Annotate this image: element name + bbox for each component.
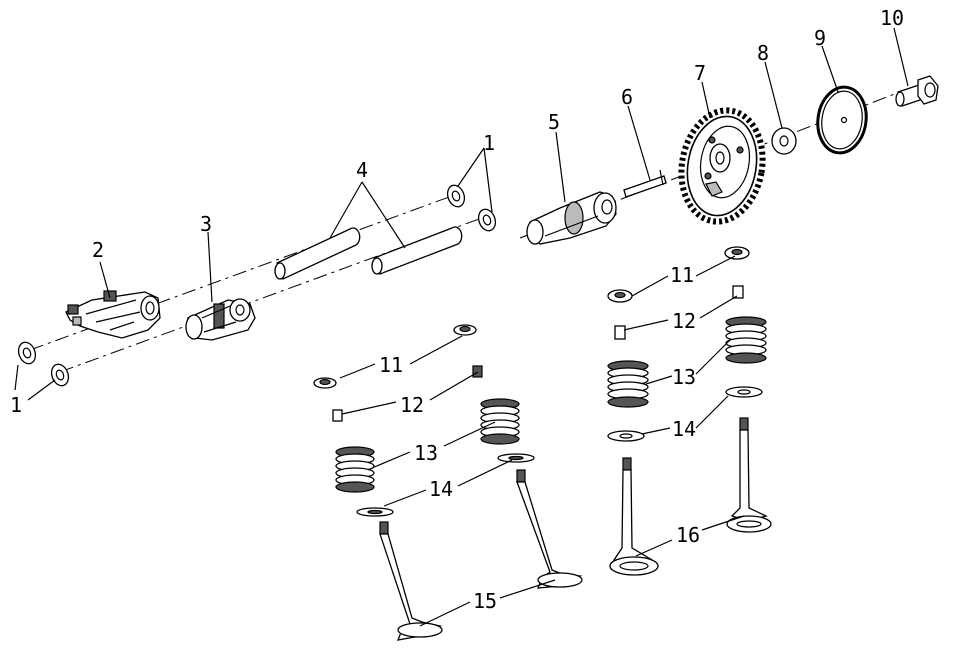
valve-group-left xyxy=(313,324,583,641)
part-camshaft-5 xyxy=(526,191,617,245)
callout-labels: 1 1 2 3 4 5 6 7 8 9 10 11 11 12 12 13 13… xyxy=(10,6,904,613)
label-15: 15 xyxy=(473,589,497,613)
valve-group-right xyxy=(607,246,772,576)
part-cam-pin-6 xyxy=(623,169,667,198)
part-washer-1b xyxy=(50,363,70,387)
label-7: 7 xyxy=(694,61,706,85)
label-13a: 13 xyxy=(414,441,438,465)
label-1b: 1 xyxy=(10,393,22,417)
label-9: 9 xyxy=(814,26,826,50)
label-10: 10 xyxy=(880,6,904,30)
label-8: 8 xyxy=(757,41,769,65)
part-cover-plate-9 xyxy=(816,85,868,155)
part-cam-sprocket-7 xyxy=(678,107,766,225)
label-14b: 14 xyxy=(672,417,696,441)
part-washer-1-upper xyxy=(446,184,497,232)
part-washer-1a xyxy=(17,341,37,365)
label-3: 3 xyxy=(200,212,212,236)
part-rocker-arm-3 xyxy=(185,298,256,341)
label-2: 2 xyxy=(92,238,104,262)
part-bolt-10 xyxy=(895,75,939,107)
label-11b: 11 xyxy=(670,263,694,287)
part-washer-8 xyxy=(771,127,797,155)
label-13b: 13 xyxy=(672,365,696,389)
label-1a: 1 xyxy=(483,131,495,155)
label-5: 5 xyxy=(548,110,560,134)
part-rocker-shafts-4 xyxy=(274,226,463,280)
label-12b: 12 xyxy=(672,309,696,333)
label-12a: 12 xyxy=(400,393,424,417)
leader-lines xyxy=(14,27,909,627)
label-11a: 11 xyxy=(379,353,403,377)
label-16: 16 xyxy=(676,523,700,547)
label-4: 4 xyxy=(356,158,368,182)
label-14a: 14 xyxy=(429,477,453,501)
part-rocker-arm-2 xyxy=(65,290,161,339)
label-6: 6 xyxy=(621,85,633,109)
